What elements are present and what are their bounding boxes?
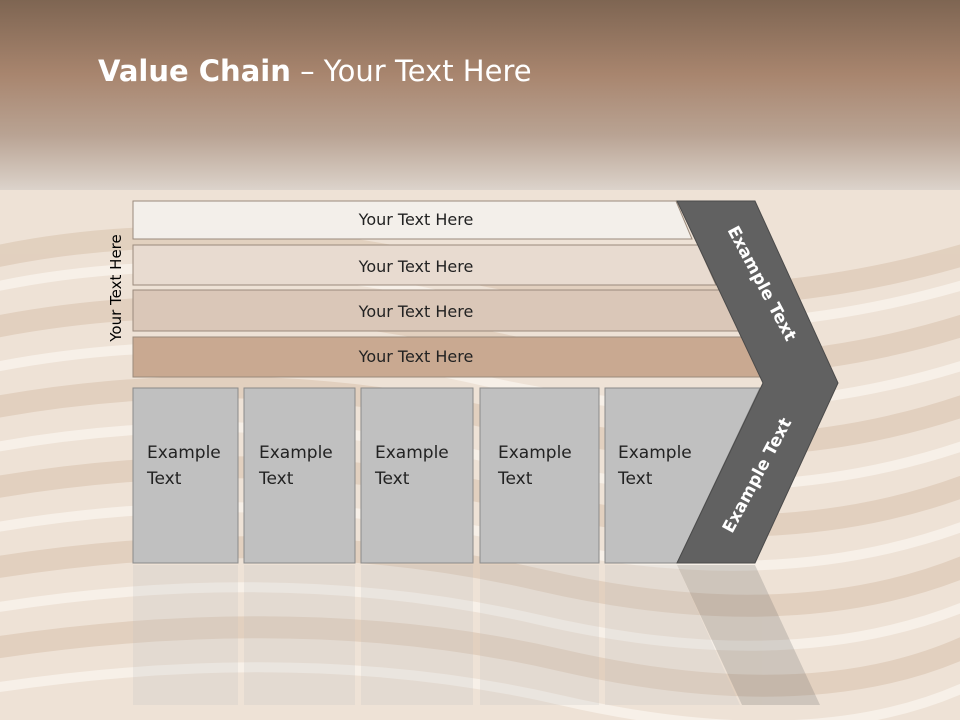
box-2-line1: Example [259,443,333,463]
box-1 [132,387,239,564]
bar-3-label: Your Text Here [358,302,474,321]
box-1-line2: Text [146,469,182,489]
box-3-line2: Text [374,469,410,489]
reflection-box-5 [605,565,740,705]
bar-1 [132,200,693,240]
bar-1-label: Your Text Here [358,210,474,229]
slide-title: Value Chain – Your Text Here [98,54,532,88]
box-5-line1: Example [618,443,692,463]
reflection-box-2 [244,565,355,705]
box-2-line2: Text [258,469,294,489]
bar-2-label: Your Text Here [358,257,474,276]
reflection-box-3 [361,565,473,705]
box-2 [243,387,356,564]
box-1-line1: Example [147,443,221,463]
bar-4-label: Your Text Here [358,347,474,366]
reflection-arrow [677,565,820,705]
reflection-box-4 [480,565,599,705]
reflection-box-1 [133,565,238,705]
box-3-line1: Example [375,443,449,463]
box-4-line1: Example [498,443,572,463]
box-3 [360,387,474,564]
reflection [133,565,820,705]
bar-2 [132,244,717,286]
title-rest: – Your Text Here [290,54,532,88]
chevron-arrow [676,200,839,564]
title-bold: Value Chain [98,54,291,88]
box-4-line2: Text [497,469,533,489]
box-4 [479,387,600,564]
box-5-line2: Text [617,469,653,489]
